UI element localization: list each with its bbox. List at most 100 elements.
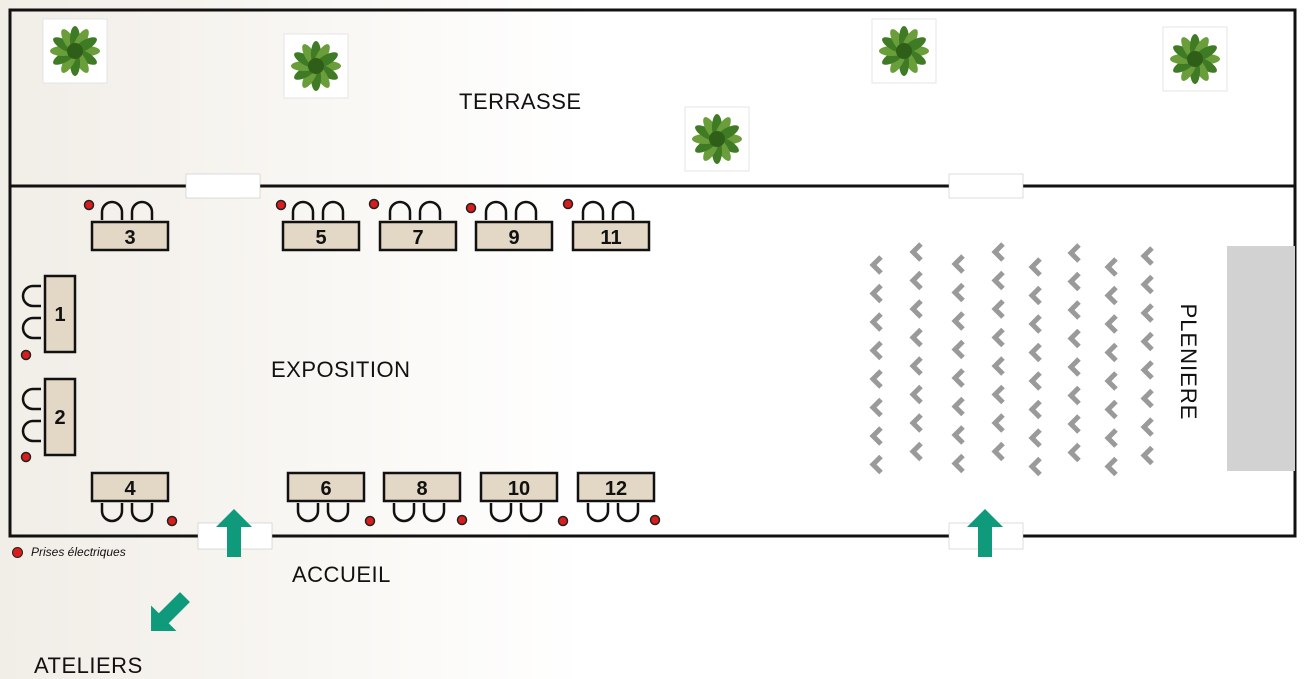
chair-icon	[991, 384, 1005, 405]
chair-icon	[909, 441, 923, 462]
door-terrasse-right[interactable]	[948, 173, 1024, 199]
power-outlet-icon	[562, 198, 574, 210]
stand-5[interactable]: 5	[281, 200, 361, 252]
chair-icon	[1140, 303, 1154, 323]
chair-icon	[1140, 246, 1154, 266]
chair-icon	[1067, 385, 1081, 406]
chair-icon	[326, 503, 350, 523]
chair-icon	[869, 369, 883, 389]
chair-icon	[1104, 371, 1118, 391]
chair-icon	[951, 396, 965, 417]
power-outlet-icon	[275, 199, 287, 211]
chair-icon	[130, 200, 154, 220]
power-outlet-icon	[456, 514, 468, 526]
power-outlet-icon	[12, 546, 23, 558]
chair-icon	[1104, 257, 1118, 277]
power-outlet-icon	[166, 515, 178, 527]
power-outlet-icon	[649, 514, 661, 526]
power-outlet-icon	[465, 202, 477, 214]
stand-number: 2	[54, 407, 65, 429]
power-outlet-icon	[557, 515, 569, 527]
legend: Prises électriques	[12, 545, 126, 559]
chair-icon	[909, 384, 923, 405]
plant-icon	[1162, 26, 1228, 92]
exposition-label: EXPOSITION	[271, 357, 411, 382]
chair-icon	[1104, 342, 1118, 363]
stand-number: 9	[508, 227, 519, 249]
stand-number: 5	[315, 227, 326, 249]
stand-number: 8	[416, 478, 427, 500]
chair-icon	[869, 397, 883, 418]
chair-icon	[1028, 399, 1042, 420]
stand-7[interactable]: 7	[378, 200, 458, 252]
chair-icon	[869, 454, 883, 475]
chair-icon	[392, 503, 416, 523]
plant-icon	[42, 18, 108, 84]
accueil-label: ACCUEIL	[292, 562, 391, 587]
stand-number: 3	[124, 227, 135, 249]
chair-icon	[1028, 371, 1042, 391]
chair-icon	[991, 299, 1005, 319]
power-outlet-icon	[20, 451, 32, 463]
chair-icon	[21, 316, 41, 340]
chair-icon	[869, 255, 883, 275]
chair-icon	[581, 200, 605, 220]
chair-icon	[1140, 331, 1154, 352]
chair-icon	[1028, 314, 1042, 334]
entrance-arrow-icon	[151, 592, 190, 631]
stand-11[interactable]: 11	[571, 200, 651, 252]
outlets	[20, 198, 661, 527]
chair-icon	[951, 339, 965, 360]
stand-number: 7	[412, 227, 423, 249]
chair-icon	[1104, 314, 1118, 334]
chair-icon	[1140, 388, 1154, 409]
ateliers-label: ATELIERS	[34, 653, 143, 678]
chair-icon	[869, 312, 883, 332]
chair-icon	[1140, 274, 1154, 295]
stand-3[interactable]: 3	[90, 200, 170, 252]
stand-number: 10	[508, 478, 530, 500]
door-terrasse-left[interactable]	[185, 173, 261, 199]
stand-4[interactable]: 4	[90, 471, 170, 523]
stand-6[interactable]: 6	[286, 471, 366, 523]
chair-icon	[586, 503, 610, 523]
entrance-arrow-icon	[216, 509, 252, 557]
chair-icon	[991, 270, 1005, 291]
chair-icon	[21, 284, 41, 308]
chair-icon	[1140, 417, 1154, 437]
power-outlet-icon	[368, 198, 380, 210]
chair-icon	[909, 242, 923, 262]
stand-10[interactable]: 10	[479, 471, 559, 523]
stand-12[interactable]: 12	[576, 471, 656, 523]
chair-icon	[21, 419, 41, 443]
chair-icon	[951, 254, 965, 274]
chair-icon	[1140, 360, 1154, 380]
chair-icon	[1067, 271, 1081, 292]
chair-icon	[422, 503, 446, 523]
stand-number: 6	[320, 478, 331, 500]
stand-9[interactable]: 9	[474, 200, 554, 252]
chair-icon	[484, 200, 508, 220]
chair-icon	[616, 503, 640, 523]
chair-icon	[1028, 257, 1042, 277]
chair-icon	[991, 441, 1005, 462]
chair-icon	[991, 242, 1005, 262]
power-outlet-icon	[364, 515, 376, 527]
chair-icon	[1028, 342, 1042, 363]
chair-icon	[951, 425, 965, 445]
stand-2[interactable]: 2	[21, 377, 77, 457]
chair-icon	[991, 327, 1005, 348]
chair-icon	[1104, 285, 1118, 306]
chair-icon	[869, 283, 883, 304]
chair-icon	[321, 200, 345, 220]
stand-number: 11	[600, 227, 621, 249]
pleniere-stage	[1227, 246, 1295, 471]
chair-icon	[388, 200, 412, 220]
chair-icon	[519, 503, 543, 523]
chair-icon	[909, 356, 923, 376]
chair-icon	[1028, 456, 1042, 477]
stand-8[interactable]: 8	[382, 471, 462, 523]
chair-icon	[909, 327, 923, 348]
stand-1[interactable]: 1	[21, 274, 77, 354]
